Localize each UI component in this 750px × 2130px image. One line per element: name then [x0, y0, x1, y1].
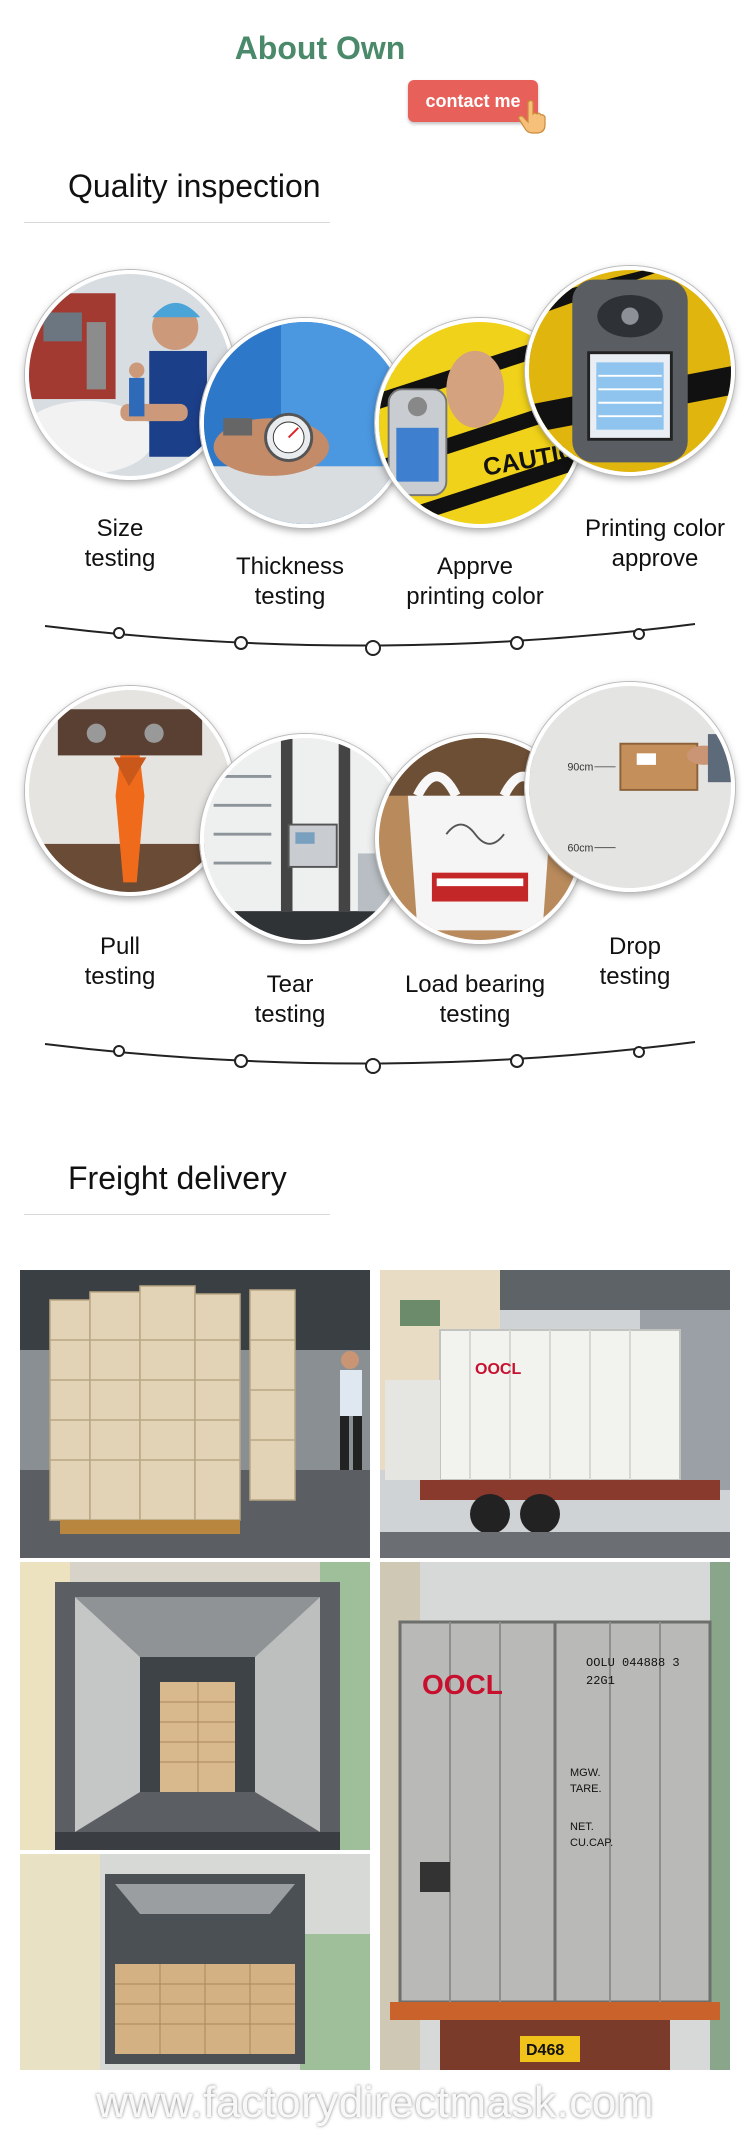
freight-delivery-title: Freight delivery: [68, 1160, 287, 1196]
spec-mgw: MGW.: [570, 1767, 601, 1779]
caption-pull-testing: Pull testing: [84, 933, 156, 990]
contact-me-button[interactable]: contact me: [408, 80, 538, 122]
photo-boxes-on-pallets: [20, 1270, 370, 1558]
photo-container-loading: [20, 1562, 370, 1850]
pull-testing-photo: [25, 686, 235, 896]
license-plate: D468: [526, 2042, 564, 2059]
drop-testing-photo: 90cm 60cm: [525, 682, 735, 892]
quality-inspection-title: Quality inspection: [68, 168, 321, 204]
spec-tare: TARE.: [570, 1783, 602, 1795]
hand-pointer-icon: [518, 99, 546, 134]
caption-tear-testing: Tear testing: [254, 971, 326, 1028]
container-type: 22G1: [586, 1674, 615, 1688]
mark-90cm: 90cm: [567, 762, 593, 774]
section-divider: [24, 222, 330, 223]
spec-net: NET.: [570, 1821, 594, 1833]
caption-load-bearing-testing: Load bearing testing: [404, 971, 546, 1028]
about-title: About Own: [234, 30, 406, 66]
brand-label: OOCL: [475, 1361, 521, 1378]
photo-container-rear-doors: OOCL OOLU 044888 3 22G1 MGW. TARE. NET. …: [380, 1562, 730, 2070]
caption-printing-color-approve: Printing color approve: [584, 515, 726, 572]
thickness-testing-photo: [200, 318, 410, 528]
caption-thickness-testing: Thickness testing: [235, 553, 345, 610]
mark-60cm: 60cm: [567, 842, 593, 854]
color-meter-photo: [525, 266, 735, 476]
container-id: OOLU 044888 3: [586, 1656, 680, 1670]
caption-apprve-printing-color: Apprve printing color: [406, 553, 544, 610]
photo-container-truck: OOCL: [380, 1270, 730, 1558]
section-divider: [24, 1214, 330, 1215]
caption-size-testing: Size testing: [84, 515, 156, 572]
spec-cucap: CU.CAP.: [570, 1837, 613, 1849]
timeline-row-2: [44, 1041, 696, 1074]
container-brand: OOCL: [422, 1669, 503, 1700]
watermark-url: www.factorydirectmask.com: [96, 2078, 654, 2127]
photo-container-boxes: [20, 1854, 370, 2070]
timeline-row-1: [44, 623, 696, 656]
caption-drop-testing: Drop testing: [599, 933, 671, 990]
